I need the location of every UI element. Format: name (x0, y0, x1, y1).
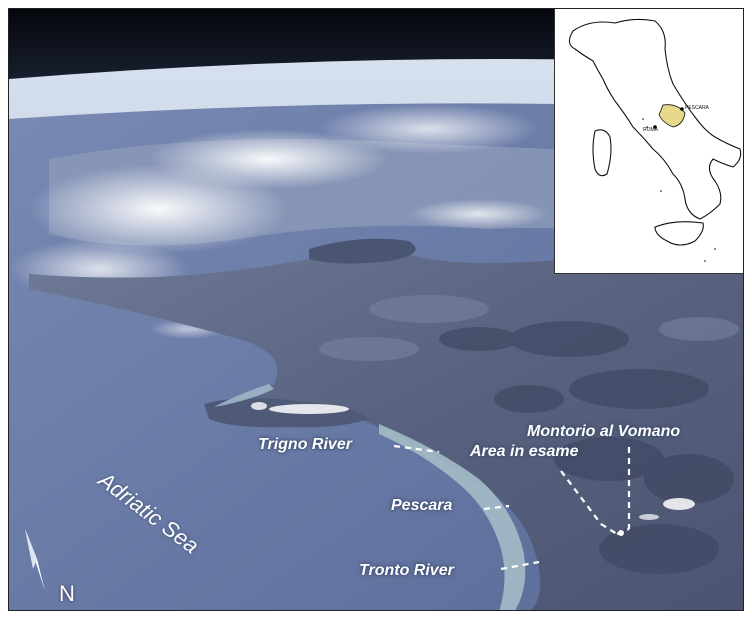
label-montorio-al-vomano: Montorio al Vomano (527, 423, 681, 440)
label-trigno-river: Trigno River (258, 436, 352, 453)
label-area-in-esame: Area in esame (470, 443, 579, 460)
satellite-map-figure: PESCARA ROMA Trigno River Montorio al Vo… (8, 8, 744, 611)
north-label: N (59, 581, 75, 606)
inset-label-roma: ROMA (643, 127, 658, 133)
italy-outline (568, 18, 742, 262)
abruzzo-region (658, 104, 686, 128)
inset-label-pescara: PESCARA (685, 105, 709, 111)
label-pescara: Pescara (391, 497, 453, 514)
label-tronto-river: Tronto River (359, 562, 454, 579)
italy-inset-map: PESCARA ROMA (554, 9, 743, 274)
north-arrow-icon (25, 529, 45, 591)
